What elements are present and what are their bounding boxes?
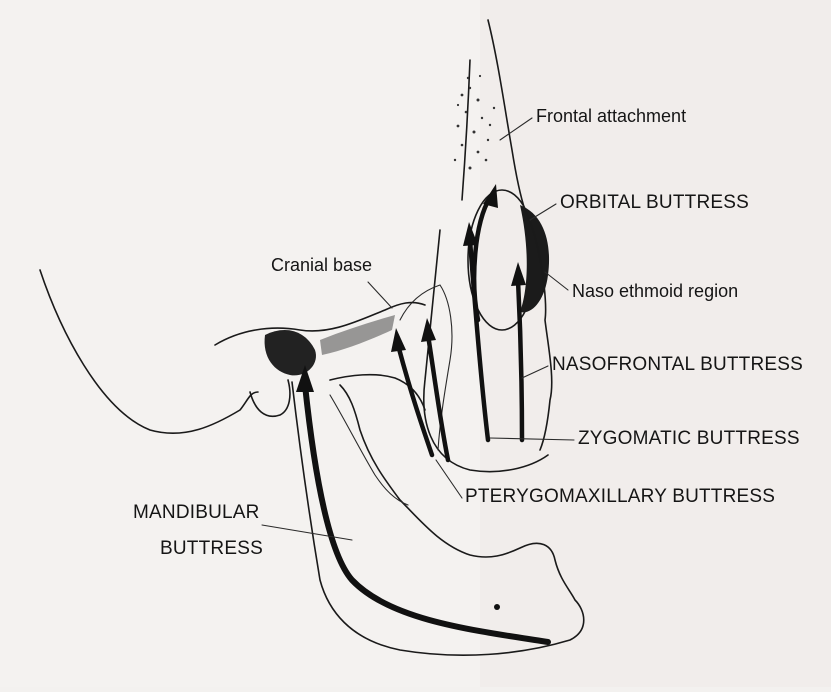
nasofrontal-buttress-label: NASOFRONTAL BUTTRESS: [552, 355, 803, 375]
pterygomaxillary-buttress-label: PTERYGOMAXILLARY BUTTRESS: [465, 487, 775, 507]
zygomatic-buttress-label: ZYGOMATIC BUTTRESS: [578, 429, 800, 449]
mental-foramen: [494, 604, 500, 610]
mandibular-buttress-label: BUTTRESS: [160, 539, 263, 559]
nasoethmoid-region-label: Naso ethmoid region: [572, 282, 738, 301]
cranial-base-label: Cranial base: [271, 256, 372, 275]
orbital-buttress-label: ORBITAL BUTTRESS: [560, 193, 749, 213]
mandibular-label: MANDIBULAR: [133, 503, 260, 523]
paper-shade: [480, 0, 831, 687]
frontal-attachment-label: Frontal attachment: [536, 107, 686, 126]
